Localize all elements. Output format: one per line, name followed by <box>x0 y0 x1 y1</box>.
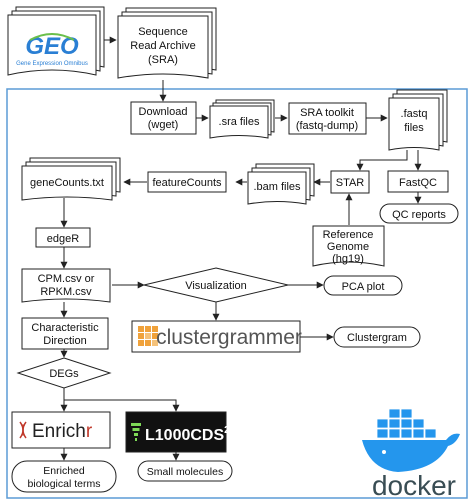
reference-line3: (hg19) <box>332 253 364 265</box>
genecounts-label: geneCounts.txt <box>30 177 104 189</box>
sra-line3: (SRA) <box>148 54 178 66</box>
cpm-line1: CPM.csv or <box>38 273 95 285</box>
bam-files-node: .bam files <box>247 163 315 205</box>
docker-logo: docker <box>362 408 460 501</box>
reference-line2: Genome <box>327 241 369 253</box>
enriched-line1: Enriched <box>43 465 85 477</box>
cpm-line2: RPKM.csv <box>40 286 92 298</box>
sra-line2: Read Archive <box>130 40 195 52</box>
clustergrammer-label: clustergrammer <box>156 326 302 349</box>
small-molecules-label: Small molecules <box>147 466 223 478</box>
fastq-files-node: .fastq files <box>388 89 448 151</box>
clustergram-node: Clustergram <box>333 326 421 348</box>
qc-reports-node: QC reports <box>379 203 459 224</box>
characteristic-line1: Characteristic <box>31 322 99 334</box>
enriched-line2: biological terms <box>28 478 101 490</box>
sra-files-node: .sra files <box>209 99 275 139</box>
enriched-terms-node: Enriched biological terms <box>11 460 117 493</box>
sra-line1: Sequence <box>138 26 188 38</box>
sra-toolkit-line1: SRA toolkit <box>300 107 354 119</box>
dna-icon <box>19 421 27 439</box>
featurecounts-node: featureCounts <box>147 171 227 193</box>
characteristic-node: Characteristic Direction <box>21 317 109 350</box>
fastqc-label: FastQC <box>399 177 437 189</box>
bam-files-label: .bam files <box>253 181 301 193</box>
fastq-line2: files <box>404 122 424 134</box>
pipeline-container <box>6 88 468 499</box>
characteristic-line2: Direction <box>43 335 86 347</box>
clustergrammer-grid-icon <box>138 326 158 346</box>
enrichr-label: Enrichr <box>32 421 93 442</box>
edge-fastq-star <box>356 150 408 171</box>
visualization-node: Visualization <box>143 267 289 303</box>
small-molecules-node: Small molecules <box>137 460 233 482</box>
reference-genome-node: Reference Genome (hg19) <box>312 225 385 267</box>
docker-whale-icon <box>362 408 460 472</box>
geo-swoosh-icon <box>29 33 75 41</box>
pca-node: PCA plot <box>323 275 403 296</box>
cpm-node: CPM.csv or RPKM.csv <box>21 268 111 303</box>
qc-reports-label: QC reports <box>392 209 446 221</box>
sra-node: Sequence Read Archive (SRA) <box>117 7 217 79</box>
edger-node: edgeR <box>35 227 91 248</box>
download-line2: (wget) <box>148 119 179 131</box>
fastq-line1: .fastq <box>401 108 428 120</box>
degs-node: DEGs <box>16 357 112 389</box>
clustergram-label: Clustergram <box>347 332 407 344</box>
edger-label: edgeR <box>47 233 79 245</box>
geo-node: GEO Gene Expression Omnibus <box>7 6 105 76</box>
genecounts-node: geneCounts.txt <box>21 157 121 201</box>
l1000-label: L1000CDS2 <box>145 425 230 444</box>
download-line1: Download <box>139 106 188 118</box>
geo-subtitle: Gene Expression Omnibus <box>16 61 88 67</box>
geo-logo-text: GEO <box>25 33 79 60</box>
star-label: STAR <box>336 177 365 189</box>
enrichr-node: Enrichr <box>11 411 111 449</box>
docker-label: docker <box>372 470 456 501</box>
fastqc-node: FastQC <box>387 170 449 193</box>
clustergrammer-node: clustergrammer <box>131 320 302 353</box>
sra-toolkit-line2: (fastq-dump) <box>296 120 358 132</box>
l1000-funnel-icon <box>131 423 141 441</box>
featurecounts-label: featureCounts <box>152 177 222 189</box>
edges <box>60 36 422 461</box>
pca-label: PCA plot <box>342 281 385 293</box>
l1000cds2-node: L1000CDS2 <box>125 411 230 453</box>
visualization-label: Visualization <box>185 280 247 292</box>
degs-label: DEGs <box>49 368 79 380</box>
star-node: STAR <box>330 170 370 194</box>
reference-line1: Reference <box>323 229 374 241</box>
download-node: Download (wget) <box>130 101 197 135</box>
edge-degs-l1000 <box>63 388 180 412</box>
sra-files-label: .sra files <box>219 116 260 128</box>
sra-toolkit-node: SRA toolkit (fastq-dump) <box>288 102 367 135</box>
